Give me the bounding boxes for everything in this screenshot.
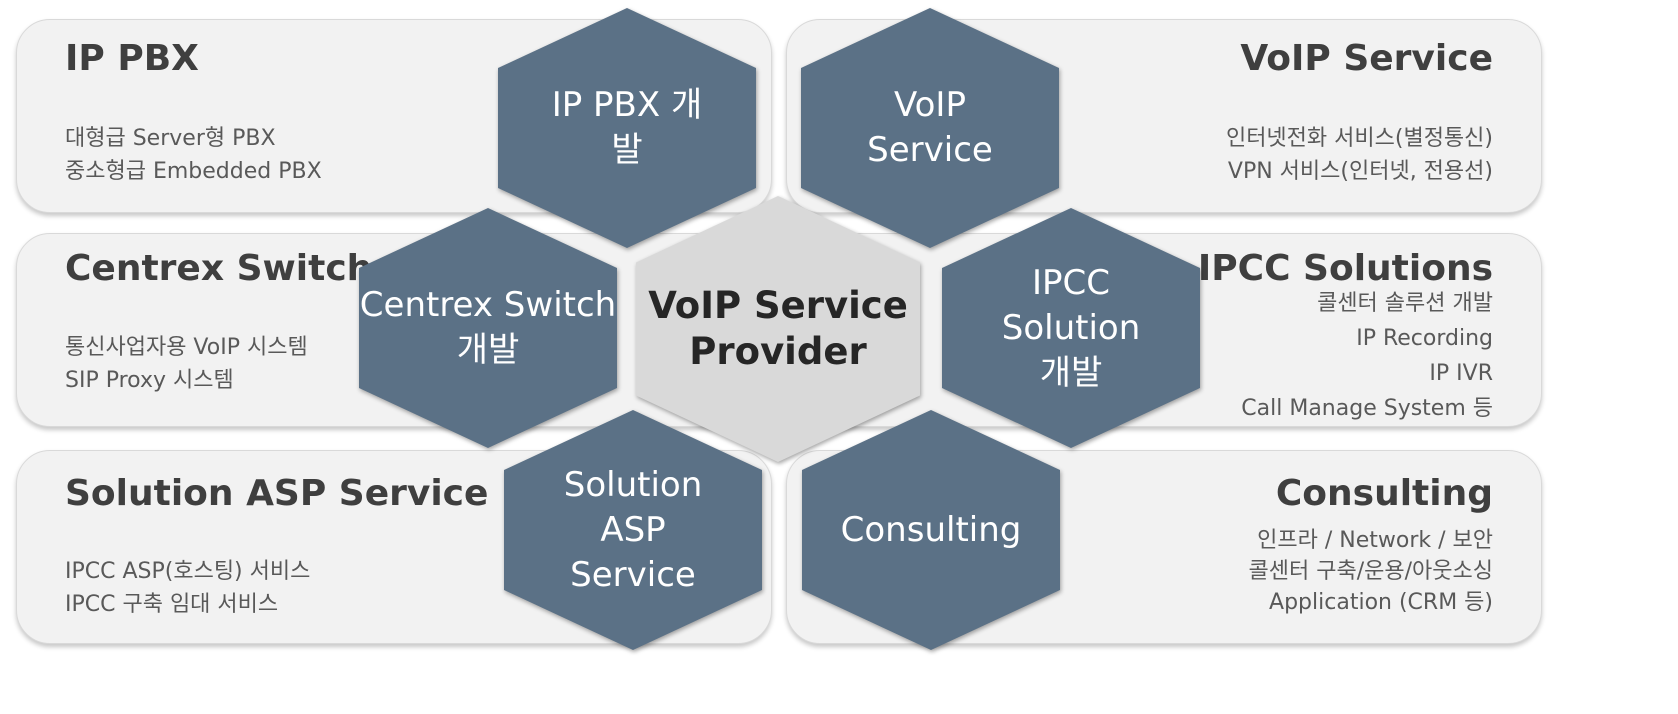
hexagon-label: VoIP Service [867, 85, 993, 170]
hexagon-label: Centrex Switch 개발 [359, 285, 617, 370]
panel-description: 인프라 / Network / 보안 콜센터 구축/운용/아웃소싱 Applic… [1249, 525, 1493, 618]
center-label: VoIP Service Provider [648, 284, 908, 373]
desc-line: IPCC 구축 임대 서비스 [65, 592, 279, 617]
desc-line: SIP Proxy 시스템 [65, 368, 234, 393]
desc-line: IP IVR [1429, 361, 1493, 386]
hexagon-ip-pbx: IP PBX 개 발 [498, 8, 756, 248]
desc-line: VPN 서비스(인터넷, 전용선) [1227, 159, 1493, 184]
desc-line: 대형급 Server형 PBX [65, 126, 276, 151]
hexagon-shape [504, 410, 762, 650]
hexagon-shape [802, 410, 1060, 650]
desc-line: IPCC ASP(호스팅) 서비스 [65, 559, 311, 584]
hexagon-label: Solution ASP Service [563, 464, 703, 595]
panel-description: IPCC ASP(호스팅) 서비스 IPCC 구축 임대 서비스 [65, 555, 310, 621]
hexagon-solution-asp: Solution ASP Service [504, 410, 762, 650]
hexagon-centrex: Centrex Switch 개발 [359, 208, 617, 448]
desc-line: Call Manage System 등 [1241, 396, 1493, 421]
desc-line: 인프라 / Network / 보안 [1257, 528, 1493, 553]
desc-line: 콜센터 구축/운용/아웃소싱 [1248, 559, 1493, 584]
desc-line: 중소형급 Embedded PBX [65, 159, 322, 184]
hexagon-shape [942, 208, 1200, 448]
desc-line: 콜센터 솔루션 개발 [1317, 291, 1493, 316]
hexagon-shape [801, 8, 1059, 248]
desc-line: Application (CRM 등) [1269, 590, 1493, 615]
panel-title: Consulting [1275, 473, 1493, 514]
panel-title: IPCC Solutions [1197, 248, 1493, 289]
panel-description: 대형급 Server형 PBX 중소형급 Embedded PBX [65, 122, 322, 188]
desc-line: 인터넷전화 서비스(별정통신) [1225, 126, 1493, 151]
hexagon-shape [359, 208, 617, 448]
hexagon-consulting: Consulting [802, 410, 1060, 650]
panel-title: Centrex Switch [65, 248, 373, 289]
hexagon-label: IP PBX 개 발 [551, 85, 703, 170]
panel-description: 콜센터 솔루션 개발 IP Recording IP IVR Call Mana… [1241, 286, 1493, 426]
panel-title: IP PBX [65, 38, 199, 79]
hexagon-center-voip-service-provider: VoIP Service Provider [636, 196, 920, 462]
desc-line: 통신사업자용 VoIP 시스템 [65, 335, 308, 360]
panel-title: VoIP Service [1240, 38, 1493, 79]
panel-description: 인터넷전화 서비스(별정통신) VPN 서비스(인터넷, 전용선) [1226, 122, 1493, 188]
hexagon-label: IPCC Solution 개발 [1001, 262, 1141, 393]
hexagon-ipcc: IPCC Solution 개발 [942, 208, 1200, 448]
hexagon-shape [498, 8, 756, 248]
hexagon-voip: VoIP Service [801, 8, 1059, 248]
hexagon-label: Consulting [840, 509, 1022, 550]
panel-title: Solution ASP Service [65, 473, 489, 514]
panel-description: 통신사업자용 VoIP 시스템 SIP Proxy 시스템 [65, 331, 308, 397]
desc-line: IP Recording [1356, 326, 1493, 351]
